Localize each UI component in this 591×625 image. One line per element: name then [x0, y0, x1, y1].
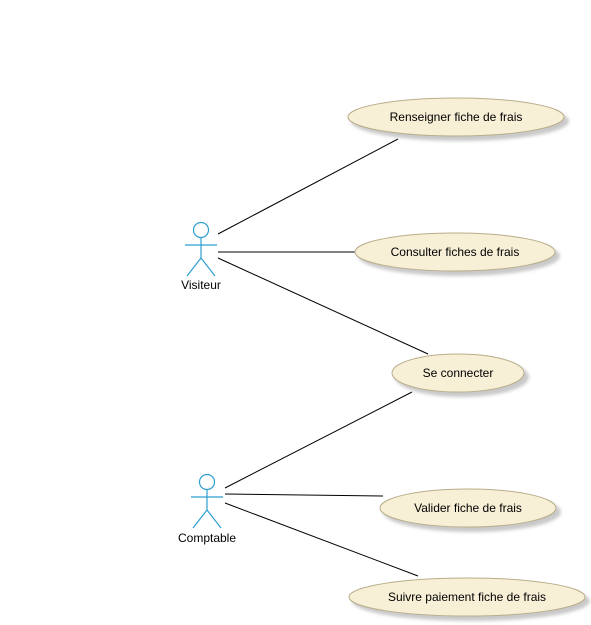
use-case-ellipse: [391, 353, 525, 393]
associations-layer: [217, 138, 429, 577]
use-case-label: Consulter fiches de frais: [391, 245, 520, 259]
actor-label: Comptable: [178, 531, 236, 545]
use-case-renseigner[interactable]: Renseigner fiche de frais: [347, 97, 569, 141]
use-case-label: Valider fiche de frais: [414, 501, 522, 515]
use-case-label: Se connecter: [423, 366, 494, 380]
use-case-label: Suivre paiement fiche de frais: [388, 590, 546, 604]
association-line-comptable-suivre: [224, 502, 419, 577]
use-case-valider[interactable]: Valider fiche de frais: [379, 488, 561, 532]
actor-comptable[interactable]: Comptable: [178, 473, 236, 546]
use-case-consulter[interactable]: Consulter fiches de frais: [354, 232, 560, 276]
association-line-comptable-valider: [224, 493, 384, 497]
association-line-visiteur-renseigner: [217, 138, 399, 235]
use-case-connecter[interactable]: Se connecter: [391, 353, 529, 397]
actor-label: Visiteur: [181, 278, 221, 292]
actor-visiteur[interactable]: Visiteur: [181, 221, 221, 293]
use-case-ellipse: [348, 577, 586, 617]
use-case-suivre[interactable]: Suivre paiement fiche de frais: [348, 577, 590, 621]
use-case-ellipse: [354, 232, 556, 272]
use-case-ellipse: [347, 97, 565, 137]
association-line-comptable-connecter: [224, 391, 413, 489]
use-case-label: Renseigner fiche de frais: [390, 110, 523, 124]
association-line-visiteur-connecter: [217, 257, 429, 355]
stick-figure-icon: [185, 221, 217, 277]
use-case-ellipse: [379, 488, 557, 528]
stick-figure-icon: [191, 473, 223, 529]
